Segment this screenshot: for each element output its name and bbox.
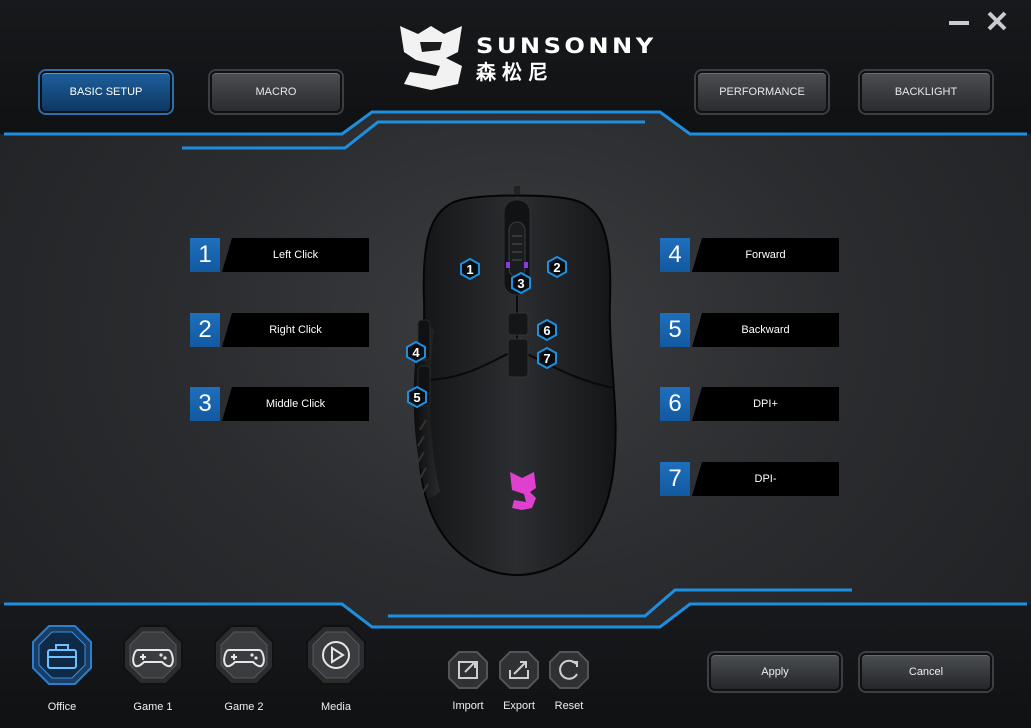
mouse-marker-label: 3 [517,275,525,291]
reset-label: Reset [554,700,584,712]
mouse-illustration [413,186,617,577]
mode-label: Media [321,701,351,713]
minimize-icon [949,21,969,25]
mouse-marker-1[interactable]: 1 [459,258,481,280]
export-label: Export [503,700,535,712]
brand-name-en: SUNSONNY [476,34,657,58]
cancel-label: Cancel [908,666,944,678]
mapping-select-dpi-plus[interactable]: DPI+ [692,387,839,421]
mode-media[interactable]: Media [296,624,376,713]
button-mapping-2: 2 Right Click [190,313,369,347]
mouse-marker-label: 5 [413,389,421,405]
briefcase-icon [47,644,77,669]
button-mapping-1: 1 Left Click [190,238,369,272]
mouse-marker-7[interactable]: 7 [536,347,558,369]
mode-label: Office [47,701,77,713]
button-mapping-5: 5 Backward [660,313,839,347]
minimize-button[interactable] [946,8,972,34]
mouse-marker-5[interactable]: 5 [406,386,428,408]
mapping-select-middle-click[interactable]: Middle Click [222,387,369,421]
mode-label: Game 2 [224,701,264,713]
play-icon [322,641,350,669]
import-icon [448,651,488,689]
reset-button[interactable]: Reset [546,650,592,712]
tab-basic-setup[interactable]: BASIC SETUP [40,71,172,113]
mapping-number: 5 [660,313,690,347]
mode-label: Game 1 [133,701,173,713]
tab-performance[interactable]: PERFORMANCE [696,71,828,113]
tab-backlight-label: BACKLIGHT [894,86,958,98]
mapping-select-forward[interactable]: Forward [692,238,839,272]
mouse-marker-3[interactable]: 3 [510,272,532,294]
import-button[interactable]: Import [445,650,491,712]
tab-macro[interactable]: MACRO [210,71,342,113]
hexagon-icon [406,341,426,363]
brand-logo-icon [400,26,462,90]
mapping-number: 2 [190,313,220,347]
octagon-frame [306,625,366,685]
tab-backlight[interactable]: BACKLIGHT [860,71,992,113]
close-icon [987,11,1007,31]
tab-performance-label: PERFORMANCE [719,86,805,98]
mouse-marker-label: 7 [543,350,551,366]
mouse-marker-4[interactable]: 4 [405,341,427,363]
reset-icon [549,651,589,689]
tab-macro-label: MACRO [255,86,297,98]
export-icon [499,651,539,689]
mouse-marker-label: 6 [543,322,551,338]
mouse-marker-2[interactable]: 2 [546,256,568,278]
mode-game-2[interactable]: Game 2 [204,624,284,713]
tab-basic-setup-label: BASIC SETUP [69,86,143,98]
button-mapping-3: 3 Middle Click [190,387,369,421]
mapping-number: 7 [660,462,690,496]
hexagon-icon [537,347,557,369]
hexagon-icon [460,258,480,280]
hexagon-icon [407,386,427,408]
octagon-frame [32,625,92,685]
octagon-frame [123,625,183,685]
mapping-number: 1 [190,238,220,272]
export-button[interactable]: Export [496,650,542,712]
brand-name-cn: 森松尼 [476,60,554,84]
mapping-select-dpi-minus[interactable]: DPI- [692,462,839,496]
close-button[interactable] [984,8,1010,34]
mapping-number: 4 [660,238,690,272]
octagon-frame [214,625,274,685]
apply-label: Apply [761,666,789,678]
hexagon-icon [547,256,567,278]
hexagon-icon [511,272,531,294]
hexagon-icon [537,319,557,341]
gamepad-icon [132,649,174,668]
button-mapping-4: 4 Forward [660,238,839,272]
mapping-number: 3 [190,387,220,421]
mouse-marker-label: 2 [553,259,561,275]
cancel-button[interactable]: Cancel [860,653,992,691]
mapping-select-left-click[interactable]: Left Click [222,238,369,272]
mode-office[interactable]: Office [22,624,102,713]
mapping-number: 6 [660,387,690,421]
mapping-select-backward[interactable]: Backward [692,313,839,347]
gamepad-icon [223,649,265,668]
import-label: Import [452,700,484,712]
mapping-select-right-click[interactable]: Right Click [222,313,369,347]
button-mapping-7: 7 DPI- [660,462,839,496]
mouse-marker-6[interactable]: 6 [536,319,558,341]
mode-game-1[interactable]: Game 1 [113,624,193,713]
mouse-marker-label: 4 [412,344,420,360]
button-mapping-6: 6 DPI+ [660,387,839,421]
mouse-marker-label: 1 [466,261,474,277]
apply-button[interactable]: Apply [709,653,841,691]
header: SUNSONNY 森松尼 BASIC SETUP MACRO PERFORMAN… [0,0,1031,135]
